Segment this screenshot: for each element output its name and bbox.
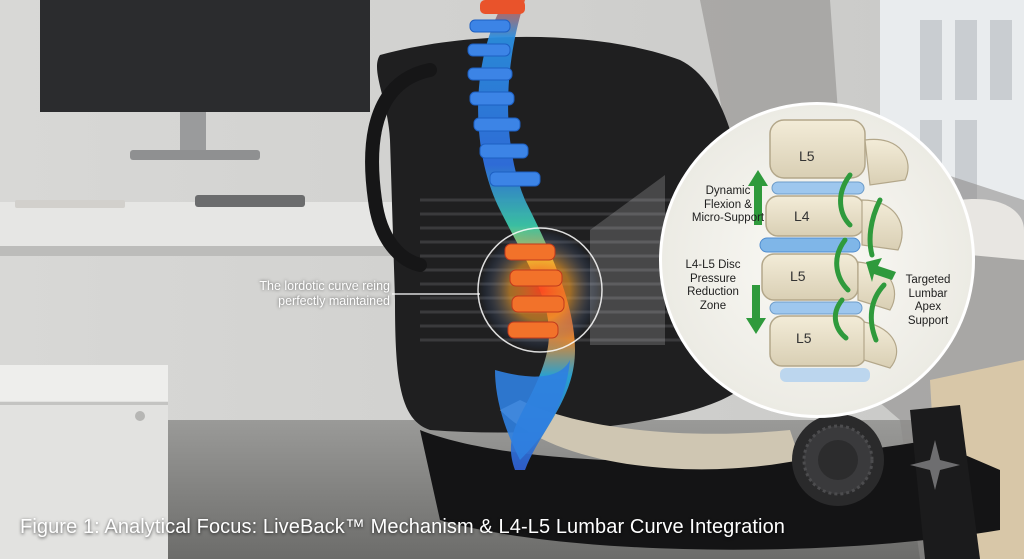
- vertebra-label: L5: [796, 330, 812, 346]
- keyboard: [195, 195, 305, 207]
- apex-line-2: Lumbar: [908, 287, 948, 300]
- callout-line-2: perfectly maintained: [278, 294, 390, 308]
- liveback-adjustment-knob: [792, 414, 884, 506]
- dynamic-flexion-label: Dynamic Flexion & Micro-Support: [690, 185, 766, 226]
- chair-armrest: [365, 63, 437, 272]
- disc-line-3: Reduction: [687, 286, 739, 298]
- figure-caption: Figure 1: Analytical Focus: LiveBack™ Me…: [20, 516, 786, 538]
- anatomy-inset: [659, 102, 975, 418]
- flexion-line-3: Micro-Support: [691, 212, 765, 224]
- vertebra-label: L5: [799, 148, 815, 164]
- lumbar-apex-label: Targeted Lumbar Apex Support: [897, 274, 959, 328]
- callout-line-1: The lordotic curve reing: [259, 279, 390, 293]
- apex-line-3: Apex: [914, 301, 942, 313]
- vertebra-label: L4: [794, 208, 810, 224]
- disc-line-2: Pressure: [689, 272, 737, 285]
- vertebra-label: L5: [790, 268, 806, 284]
- disc-pressure-label: L4-L5 Disc Pressure Reduction Zone: [679, 259, 747, 313]
- disc-line-1: L4-L5 Disc: [685, 259, 741, 271]
- apex-line-4: Support: [907, 314, 949, 327]
- flexion-line-2: Flexion &: [704, 198, 752, 211]
- desk: [0, 202, 430, 252]
- flexion-line-1: Dynamic: [705, 185, 751, 197]
- spine-heatmap: [467, 0, 603, 470]
- chair-backrest: [376, 36, 750, 433]
- lumbar-focus-ring: [477, 227, 603, 353]
- lordotic-curve-callout: The lordotic curve reing perfectly maint…: [200, 279, 390, 309]
- sparkle-icon: [910, 440, 960, 490]
- disc-line-4: Zone: [699, 299, 727, 312]
- monitor: [40, 0, 370, 112]
- apex-line-1: Targeted: [905, 274, 951, 286]
